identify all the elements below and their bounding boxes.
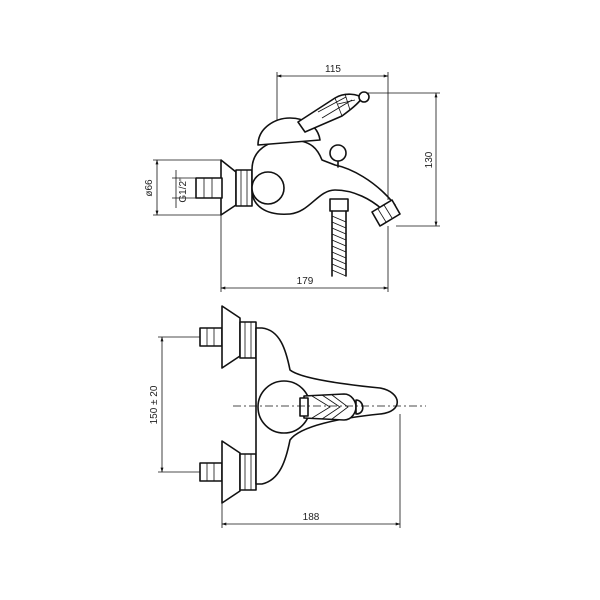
dim-179: 179 — [297, 276, 314, 287]
shower-hose — [331, 210, 347, 277]
dim-thread: G1/2" — [178, 177, 189, 203]
lever-tip — [358, 91, 370, 103]
lower-nut — [239, 453, 257, 491]
dim-115: 115 — [325, 64, 341, 75]
spout-tip — [371, 199, 401, 227]
hex-nut — [235, 169, 253, 207]
side-view: 115 130 179 ø66 G1/2" — [144, 64, 440, 292]
upper-nut — [239, 321, 257, 359]
dim-130: 130 — [424, 151, 435, 168]
dim-188: 188 — [303, 512, 320, 523]
top-view: 150 ± 20 188 — [149, 305, 426, 528]
body-cap — [251, 171, 285, 205]
dim-flange-diameter: ø66 — [144, 179, 155, 197]
upper-flange — [221, 305, 241, 369]
dim-centers: 150 ± 20 — [149, 385, 160, 424]
inlet-connector — [195, 177, 223, 199]
wall-flange — [220, 159, 237, 216]
diverter-knob — [329, 144, 347, 162]
upper-inlet-connector — [199, 327, 223, 347]
hose-connector — [329, 198, 349, 212]
lower-flange — [221, 440, 241, 504]
lower-inlet-connector — [199, 462, 223, 482]
